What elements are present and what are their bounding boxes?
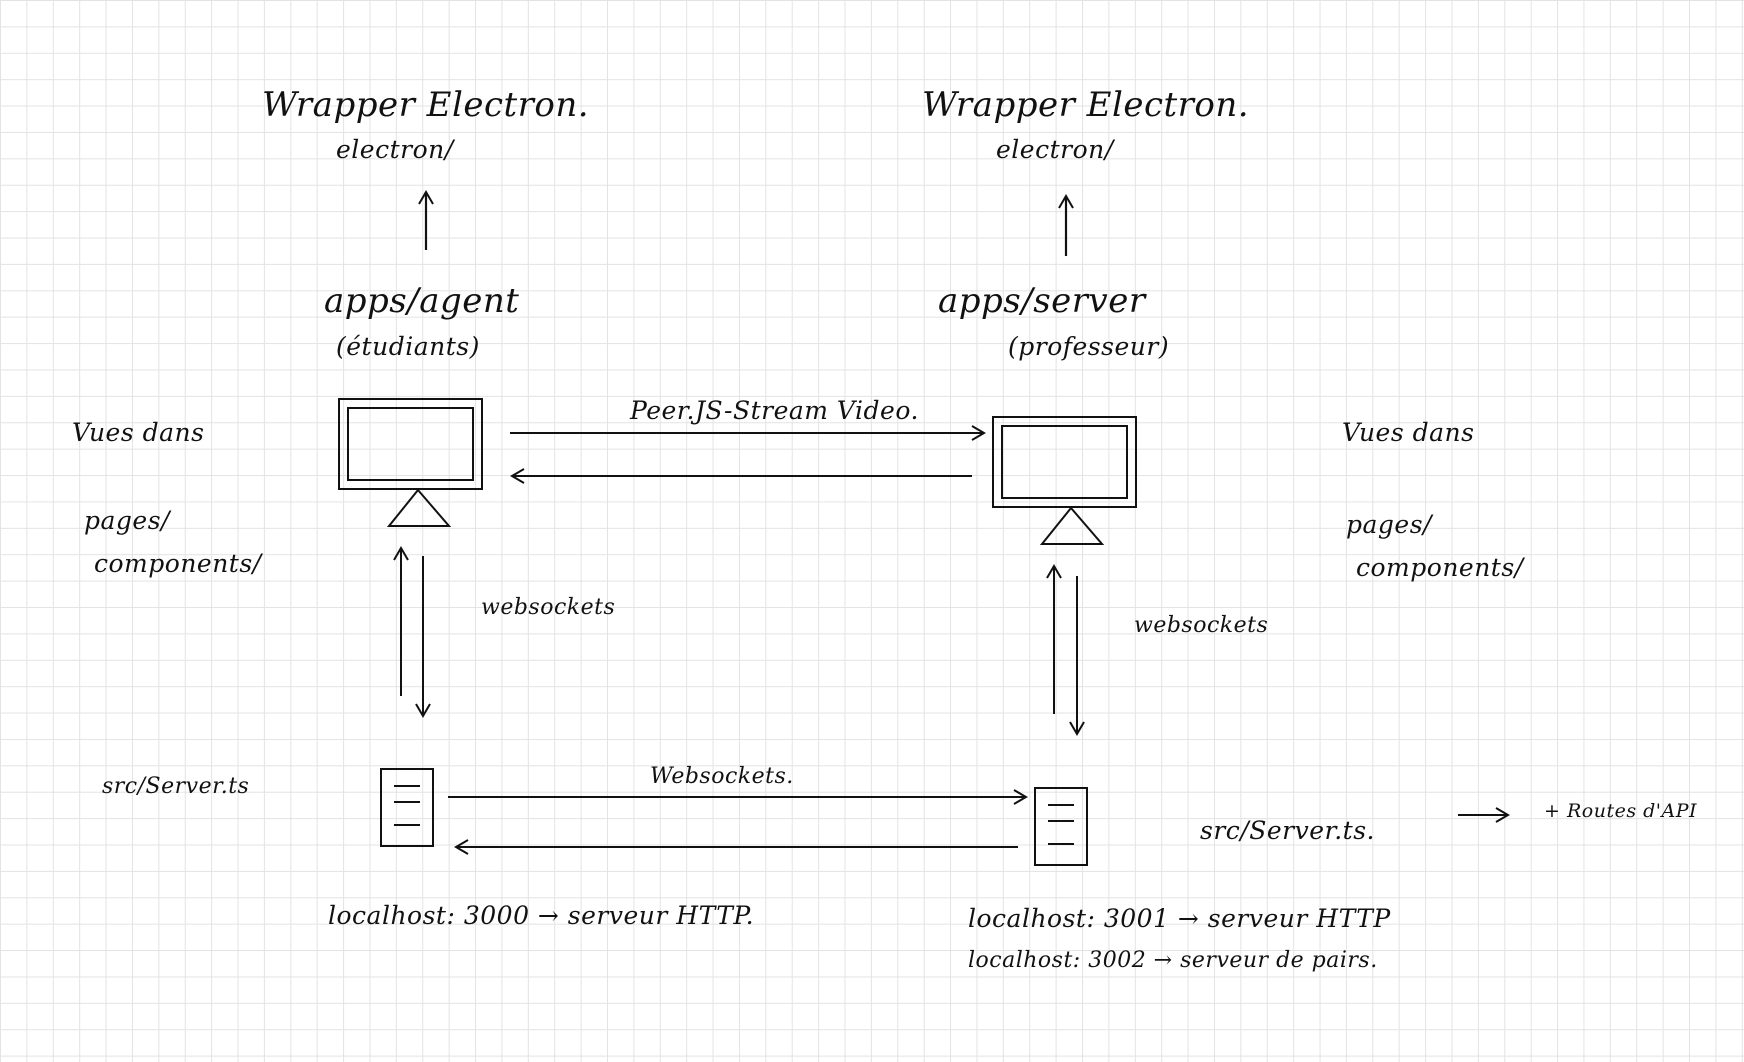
left-views-title: Vues dans bbox=[72, 418, 205, 447]
right-server-icon bbox=[1034, 787, 1088, 866]
left-app-role: (étudiants) bbox=[336, 332, 480, 361]
right-app-role: (professeur) bbox=[1008, 332, 1170, 361]
right-wrapper-title: Wrapper Electron. bbox=[922, 85, 1250, 125]
left-websockets-label: websockets bbox=[481, 595, 616, 620]
left-views-components: components/ bbox=[94, 549, 262, 578]
right-localhost-line-1: localhost: 3001 → serveur HTTP bbox=[968, 904, 1391, 933]
left-wrapper-title: Wrapper Electron. bbox=[262, 85, 590, 125]
right-server-file: src/Server.ts. bbox=[1200, 816, 1375, 845]
right-websockets-label: websockets bbox=[1134, 613, 1269, 638]
server-websockets-label: Websockets. bbox=[650, 764, 794, 789]
peer-stream-label: Peer.JS-Stream Video. bbox=[630, 396, 919, 425]
left-monitor-icon bbox=[338, 398, 483, 527]
right-app-path: apps/server bbox=[938, 281, 1146, 321]
left-views-pages: pages/ bbox=[84, 506, 170, 535]
right-api-note: + Routes d'API bbox=[1544, 800, 1698, 822]
right-views-title: Vues dans bbox=[1342, 418, 1475, 447]
right-views-pages: pages/ bbox=[1346, 510, 1432, 539]
right-wrapper-path: electron/ bbox=[996, 135, 1114, 164]
right-views-components: components/ bbox=[1356, 553, 1524, 582]
left-wrapper-path: electron/ bbox=[336, 135, 454, 164]
left-localhost-line: localhost: 3000 → serveur HTTP. bbox=[328, 901, 755, 930]
left-app-path: apps/agent bbox=[324, 281, 520, 321]
right-monitor-icon bbox=[992, 416, 1137, 545]
left-server-icon bbox=[380, 768, 434, 847]
left-server-file: src/Server.ts bbox=[102, 774, 250, 799]
right-localhost-line-2: localhost: 3002 → serveur de pairs. bbox=[968, 948, 1378, 973]
